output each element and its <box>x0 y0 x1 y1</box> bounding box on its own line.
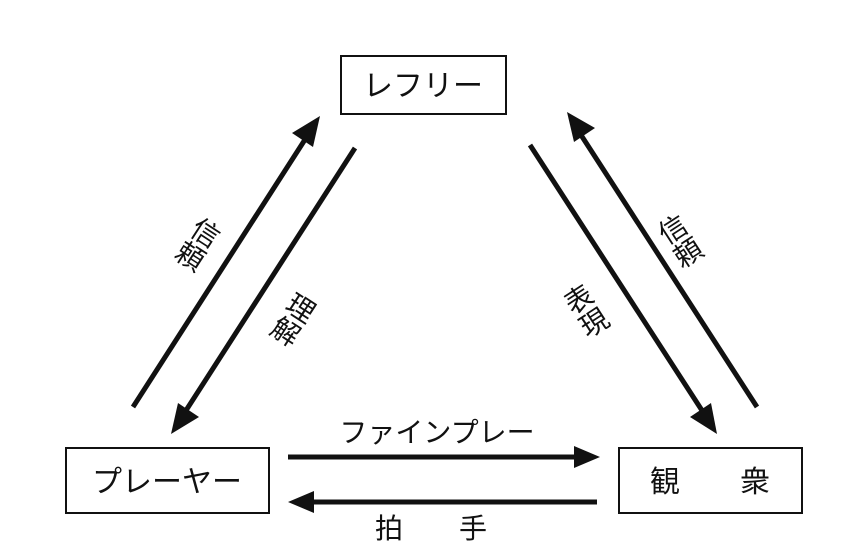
arrowhead-player-to-referee <box>292 116 320 147</box>
label-audience-to-referee: 信頼 <box>650 209 708 274</box>
player-box <box>65 447 270 514</box>
arrow-player-to-audience <box>288 446 600 468</box>
audience-node: 観 衆 <box>618 447 803 514</box>
audience-box <box>618 447 803 514</box>
arrow-audience-to-referee <box>567 112 760 409</box>
arrowhead-referee-to-audience <box>690 403 717 434</box>
referee-label: レフリー <box>363 69 483 104</box>
referee-box <box>340 55 507 115</box>
player-node: プレーヤー <box>65 447 270 514</box>
arrowhead-player-to-audience <box>574 446 600 468</box>
arrow-referee-to-audience <box>527 143 717 434</box>
label-player-to-audience: ファインプレー <box>339 416 534 449</box>
arrowhead-audience-to-referee <box>567 112 595 142</box>
player-label: プレーヤー <box>92 465 242 500</box>
label-player-to-referee: 信頼 <box>168 211 226 276</box>
arrow-referee-to-player <box>171 146 358 434</box>
arrowhead-audience-to-player <box>288 491 314 513</box>
arrowhead-referee-to-player <box>171 403 199 434</box>
arrow-player-to-referee <box>130 116 320 409</box>
audience-label: 観 衆 <box>650 465 770 500</box>
label-referee-to-player: 理解 <box>263 286 321 351</box>
label-referee-to-audience: 表現 <box>556 279 614 344</box>
arrow-audience-to-player <box>288 491 597 513</box>
referee-node: レフリー <box>340 55 507 115</box>
label-audience-to-player: 拍 手 <box>375 512 487 545</box>
